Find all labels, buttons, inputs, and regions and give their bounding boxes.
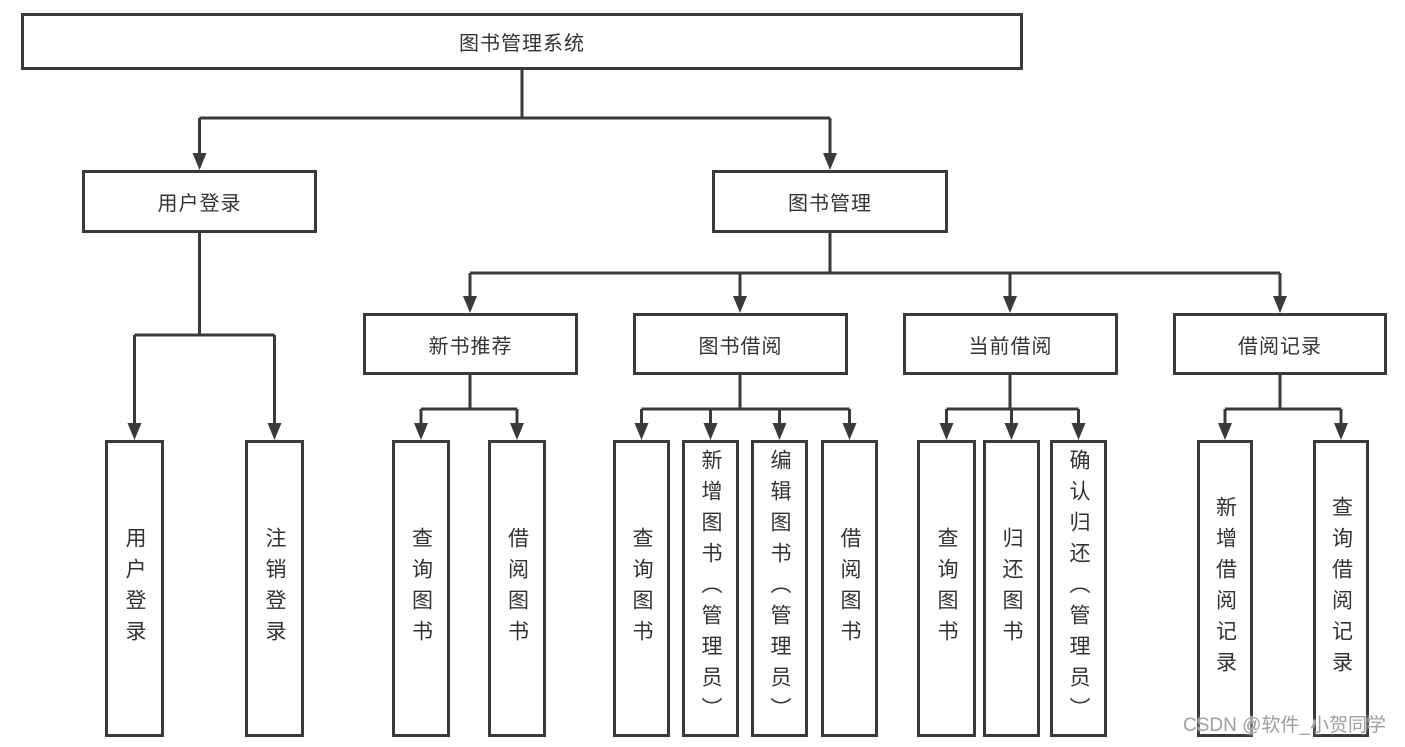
leaf-add-borrow-record: 新增借阅记录 (1197, 440, 1253, 737)
arrowhead-icon (1334, 423, 1348, 440)
node-label: 用户登录 (123, 526, 146, 651)
connector-root-to-level2 (192, 70, 837, 170)
node-label: 图书借阅 (698, 335, 783, 358)
arrowhead-icon (414, 423, 428, 440)
node-label: 确认归还（管理员） (1067, 449, 1090, 728)
node-user-login: 用户登录 (82, 170, 317, 233)
node-label: 查询图书 (630, 526, 653, 651)
arrowhead-icon (1273, 296, 1287, 313)
node-label: 查询图书 (409, 526, 433, 651)
leaf-user-login: 用户登录 (105, 440, 164, 737)
arrowhead-icon (733, 296, 747, 313)
node-label: 借阅图书 (838, 526, 861, 651)
leaf-return-books: 归还图书 (983, 440, 1040, 737)
arrowhead-icon (463, 296, 477, 313)
node-label: 注销登录 (263, 526, 286, 651)
arrowhead-icon (634, 423, 649, 440)
node-label: 新书推荐 (428, 335, 513, 358)
node-label: 归还图书 (1000, 526, 1023, 651)
leaf-query-borrow-record: 查询借阅记录 (1313, 440, 1369, 737)
arrowhead-icon (1071, 423, 1086, 440)
arrowhead-icon (703, 423, 718, 440)
leaf-edit-books-admin: 编辑图书（管理员） (751, 440, 808, 737)
leaf-borrow-books-borrowing: 借阅图书 (821, 440, 878, 737)
connector-current-borrow-to-leaves (939, 375, 1086, 440)
node-label: 查询借阅记录 (1329, 495, 1353, 682)
node-label: 图书管理 (788, 193, 872, 215)
arrowhead-icon (939, 423, 954, 440)
node-book-management: 图书管理 (712, 170, 948, 233)
arrowhead-icon (192, 153, 207, 170)
arrowhead-icon (842, 423, 857, 440)
arrowhead-icon (127, 423, 142, 440)
node-label: 用户登录 (157, 193, 242, 215)
arrowhead-icon (510, 423, 524, 440)
connector-borrow-records-to-leaves (1218, 375, 1348, 440)
arrowhead-icon (1004, 423, 1019, 440)
node-label: 查询图书 (935, 526, 958, 651)
leaf-query-books-recommend: 查询图书 (392, 440, 450, 737)
leaf-query-books-current: 查询图书 (917, 440, 976, 737)
node-label: 借阅记录 (1238, 335, 1322, 358)
connector-book-borrow-to-leaves (634, 375, 857, 440)
node-label: 编辑图书（管理员） (768, 449, 791, 728)
arrowhead-icon (1003, 296, 1017, 313)
connector-user-login-to-leaves (127, 233, 282, 440)
arrowhead-icon (772, 423, 787, 440)
node-label: 新增借阅记录 (1213, 495, 1237, 682)
leaf-borrow-books-recommend: 借阅图书 (488, 440, 546, 737)
leaf-logout: 注销登录 (245, 440, 304, 737)
node-current-borrowing: 当前借阅 (903, 313, 1118, 375)
node-library-system: 图书管理系统 (21, 13, 1023, 70)
node-label: 当前借阅 (968, 335, 1053, 358)
leaf-add-books-admin: 新增图书（管理员） (682, 440, 739, 737)
node-book-borrowing: 图书借阅 (633, 313, 848, 375)
arrowhead-icon (1218, 423, 1232, 440)
csdn-watermark: CSDN @软件_小贺同学 (1183, 715, 1386, 736)
arrowhead-icon (267, 423, 282, 440)
node-label: 新增图书（管理员） (699, 449, 722, 728)
leaf-query-books-borrowing: 查询图书 (613, 440, 670, 737)
leaf-confirm-return-admin: 确认归还（管理员） (1050, 440, 1107, 737)
node-label: 图书管理系统 (459, 33, 585, 55)
connector-book-management-to-level3 (463, 233, 1287, 313)
node-new-book-recommendation: 新书推荐 (363, 313, 578, 375)
node-borrowing-records: 借阅记录 (1173, 313, 1387, 375)
connector-new-book-to-leaves (414, 375, 524, 440)
arrowhead-icon (823, 153, 837, 170)
node-label: 借阅图书 (505, 526, 529, 651)
